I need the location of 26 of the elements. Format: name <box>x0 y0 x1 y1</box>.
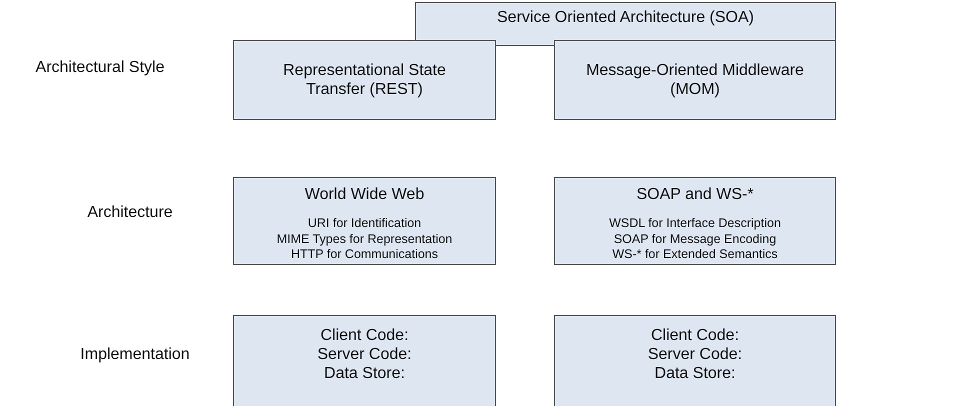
layer-label: Architectural Style <box>34 59 166 77</box>
box-text: SOAP for Message Encoding <box>614 232 776 248</box>
box-text: WSDL for Interface Description <box>609 216 781 232</box>
layer-box <box>233 40 496 120</box>
box-text: Server Code: <box>317 345 412 364</box>
box-text: Client Code: <box>650 326 740 346</box>
box-text: Server Code: <box>648 345 742 364</box>
layer-box <box>233 315 496 406</box>
box-text: Data Store: <box>654 364 736 384</box>
layer-box <box>554 315 836 406</box>
layer-label: Architecture <box>86 204 174 222</box>
layer-box <box>554 40 836 120</box>
box-text: WS-* for Extended Semantics <box>612 247 778 264</box>
layer-box <box>554 177 836 265</box>
box-text: URI for Identification <box>308 216 422 232</box>
box-heading: World Wide Web <box>304 185 424 204</box>
box-text: Data Store: <box>324 364 405 384</box>
box-heading: Representational State Transfer (REST) <box>282 60 447 100</box>
layer-box <box>233 177 496 265</box>
box-heading: SOAP and WS-* <box>636 185 754 204</box>
box-text: Client Code: <box>320 326 409 346</box>
box-heading: Service Oriented Architecture (SOA) <box>497 8 754 28</box>
box-heading: Message-Oriented Middleware (MOM) <box>585 60 805 100</box>
layer-label: Implementation <box>79 346 191 364</box>
box-text: HTTP for Communications <box>290 247 438 264</box>
box-text: MIME Types for Representation <box>276 232 452 248</box>
